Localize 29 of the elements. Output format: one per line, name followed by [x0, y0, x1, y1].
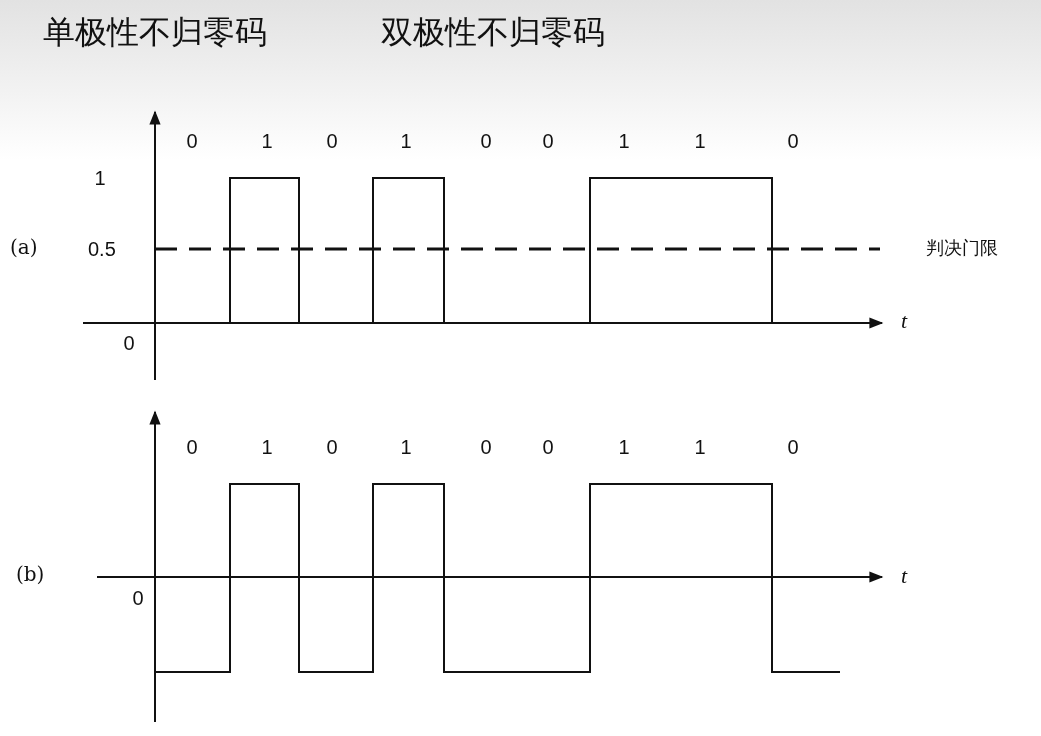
- bit-value: 0: [186, 131, 198, 151]
- axis-label: t: [901, 565, 908, 587]
- axis-tick-label: 0: [132, 588, 144, 608]
- bit-value: 0: [542, 131, 554, 151]
- heading: 单极性不归零码: [43, 16, 267, 48]
- bit-value: 1: [618, 131, 630, 151]
- bit-value: 0: [480, 131, 492, 151]
- heading: 双极性不归零码: [381, 16, 605, 48]
- bit-value: 0: [787, 437, 799, 457]
- panel-label: (a): [10, 237, 38, 257]
- bit-value: 0: [787, 131, 799, 151]
- bit-value: 1: [400, 131, 412, 151]
- bit-value: 0: [326, 131, 338, 151]
- axis-tick-label: 1: [94, 168, 106, 188]
- bit-value: 0: [542, 437, 554, 457]
- panel-label: (b): [16, 564, 45, 584]
- bit-value: 1: [694, 437, 706, 457]
- axis-tick-label: 0: [123, 333, 135, 353]
- threshold-label: 判决门限: [926, 239, 998, 257]
- bit-value: 1: [694, 131, 706, 151]
- axis-label: t: [901, 310, 908, 332]
- bit-value: 1: [261, 437, 273, 457]
- bit-value: 0: [186, 437, 198, 457]
- bit-value: 1: [400, 437, 412, 457]
- bit-value: 0: [480, 437, 492, 457]
- bit-value: 0: [326, 437, 338, 457]
- bit-value: 1: [261, 131, 273, 151]
- axis-tick-label: 0.5: [88, 239, 116, 259]
- bit-value: 1: [618, 437, 630, 457]
